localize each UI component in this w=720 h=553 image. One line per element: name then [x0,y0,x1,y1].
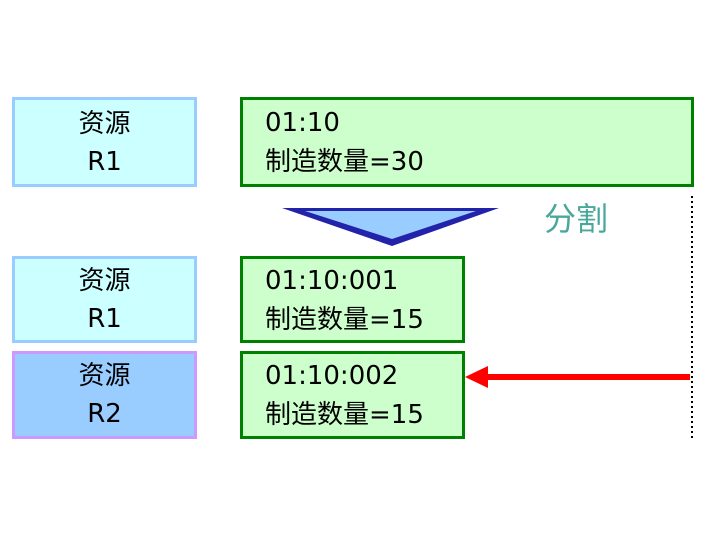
resource-label: 资源 [78,109,131,139]
left-arrow-icon [465,366,690,388]
order-quantity: 制造数量=30 [265,147,424,177]
resource-label: 资源 [78,361,131,391]
resource-box-top: 资源 R1 [12,97,197,187]
order-box-002: 01:10:002 制造数量=15 [240,351,465,439]
order-box-top: 01:10 制造数量=30 [240,97,694,187]
order-box-001: 01:10:001 制造数量=15 [240,256,465,343]
resource-id: R2 [87,399,122,429]
resource-id: R1 [87,147,122,177]
order-id: 01:10 [265,108,340,138]
resource-label: 资源 [78,266,131,296]
resource-box-r2: 资源 R2 [12,351,197,439]
split-label: 分割 [544,200,609,238]
resource-box-r1: 资源 R1 [12,256,197,343]
order-id: 01:10:001 [265,266,399,296]
order-quantity: 制造数量=15 [265,400,424,430]
order-quantity: 制造数量=15 [265,305,424,335]
order-id: 01:10:002 [265,361,399,391]
down-triangle-arrow-icon [282,208,499,246]
resource-id: R1 [87,304,122,334]
